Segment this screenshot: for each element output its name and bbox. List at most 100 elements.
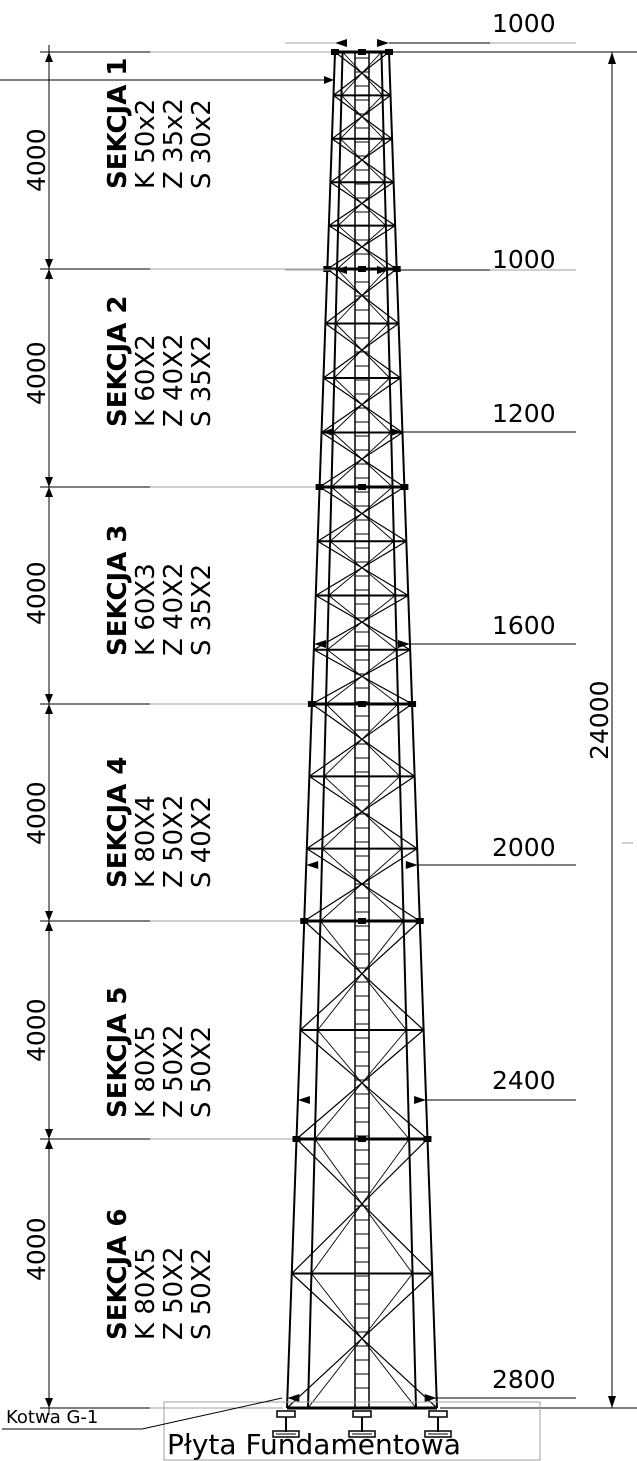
tower-brace-inner [321, 776, 401, 849]
tower-brace-inner [323, 776, 403, 849]
tower-brace-inner [340, 138, 386, 183]
section-1-label: SEKCJA 1 K 50x2 Z 35x2 S 30x2 [103, 58, 217, 190]
tower-leg [388, 51, 438, 1409]
section-1-z: Z 35x2 [159, 98, 189, 189]
joint-node [307, 701, 316, 707]
section-height-dimensions [0, 45, 334, 1415]
section-6-title: SEKCJA 6 [103, 1209, 133, 1341]
section-3-title: SEKCJA 3 [103, 525, 133, 657]
width-arrow-right [377, 39, 389, 47]
tower-brace-inner [333, 323, 389, 379]
tower-brace-inner [323, 703, 399, 777]
tower-brace-inner [314, 1029, 407, 1140]
tower-brace-inner [329, 540, 396, 596]
center-ladder [354, 52, 370, 1408]
tower-brace-inner [342, 51, 383, 96]
joint-node [358, 484, 366, 490]
width-arrow-right [414, 1096, 427, 1104]
dimension-arrow [45, 911, 53, 921]
width-label-2000: 2000 [492, 833, 556, 862]
dimension-arrow [45, 269, 53, 279]
joint-node [358, 1136, 366, 1142]
section-1-s: S 30x2 [187, 99, 217, 189]
tower-brace-inner [341, 95, 384, 140]
width-label-1200: 1200 [492, 399, 556, 428]
tower-leg [307, 51, 344, 1409]
anchor-plate-top [352, 1410, 372, 1418]
tower-brace-inner [329, 486, 393, 542]
tower-brace-inner [327, 595, 396, 651]
section-2-title: SEKCJA 2 [103, 296, 133, 428]
section-1-height: 4000 [22, 128, 51, 192]
joint-node [331, 49, 339, 55]
dimension-arrow [45, 1398, 53, 1408]
tower-brace-inner [338, 181, 387, 226]
tower-brace-inner [320, 848, 403, 922]
total-height-label: 24000 [585, 680, 614, 760]
anchor-plate-top [276, 1410, 296, 1418]
tower-brace-inner [325, 649, 397, 705]
width-arrow-right [377, 266, 389, 274]
section-2-z: Z 40X2 [159, 333, 189, 427]
joint-node [323, 266, 332, 272]
joint-node [408, 701, 417, 707]
joint-node [385, 49, 393, 55]
anchor-leader-line [141, 1397, 283, 1430]
section-6-height: 4000 [22, 1217, 51, 1281]
total-arrow-top [608, 52, 616, 64]
section-3-z: Z 40X2 [159, 562, 189, 656]
width-labels: 1000 1000 1200 1600 2000 2400 2800 [492, 9, 556, 1394]
total-height-dimension [392, 51, 637, 1409]
tower-brace-inner [332, 377, 391, 433]
dimension-arrow [45, 477, 53, 487]
section-2-label: SEKCJA 2 K 60X2 Z 40X2 S 35X2 [103, 296, 217, 428]
joint-node [423, 1136, 432, 1142]
section-4-height: 4000 [22, 781, 51, 845]
section-labels: SEKCJA 1 K 50x2 Z 35x2 S 30x2 SEKCJA 2 K… [103, 58, 217, 1341]
section-3-height: 4000 [22, 561, 51, 625]
width-label-1600: 1600 [492, 611, 556, 640]
width-arrow-right [390, 428, 403, 436]
joint-node [358, 266, 366, 272]
tower-brace-inner [332, 432, 393, 488]
tower-brace-inner [331, 486, 395, 542]
width-arrow-left [335, 39, 347, 47]
tower-brace-inner [337, 225, 388, 270]
width-arrow-left [314, 640, 327, 648]
foundation-outline [163, 1401, 541, 1461]
width-arrow-right [424, 1394, 437, 1402]
anchor-plate-bottom [424, 1430, 452, 1438]
dimension-arrow [45, 487, 53, 497]
dimension-arrow [45, 259, 53, 269]
width-label-section-2: 1000 [492, 245, 556, 274]
section-4-label: SEKCJA 4 K 80X4 Z 50X2 S 40X2 [103, 757, 217, 889]
joint-node [358, 701, 366, 707]
tower-leg [380, 51, 417, 1409]
width-label-2800: 2800 [492, 1365, 556, 1394]
joint-node [392, 266, 401, 272]
tower-brace-inner [311, 1273, 417, 1409]
tower-brace-inner [336, 225, 387, 270]
section-6-k: K 80X5 [131, 1247, 161, 1340]
section-4-title: SEKCJA 4 [103, 757, 133, 889]
tower-base-anchors [272, 1410, 452, 1438]
section-4-z: Z 50X2 [159, 794, 189, 888]
section-5-z: Z 50X2 [159, 1024, 189, 1118]
leader-arrow [324, 76, 334, 84]
anchor-plate-top [428, 1410, 448, 1418]
section-1-title: SEKCJA 1 [103, 58, 133, 190]
section-5-s: S 50X2 [187, 1026, 217, 1118]
tower-brace-inner [317, 1029, 410, 1140]
joint-node [358, 918, 366, 924]
section-3-k: K 60X3 [131, 563, 161, 656]
dimension-arrow [45, 704, 53, 714]
tower-brace-inner [335, 323, 391, 379]
section-5-height: 4000 [22, 998, 51, 1062]
section-3-label: SEKCJA 3 K 60X3 Z 40X2 S 35X2 [103, 525, 217, 657]
tower-brace-inner [338, 138, 384, 183]
section-2-k: K 60X2 [131, 334, 161, 427]
width-dimensions [285, 39, 576, 1402]
dimension-arrow [45, 52, 53, 62]
joint-node [315, 484, 324, 490]
